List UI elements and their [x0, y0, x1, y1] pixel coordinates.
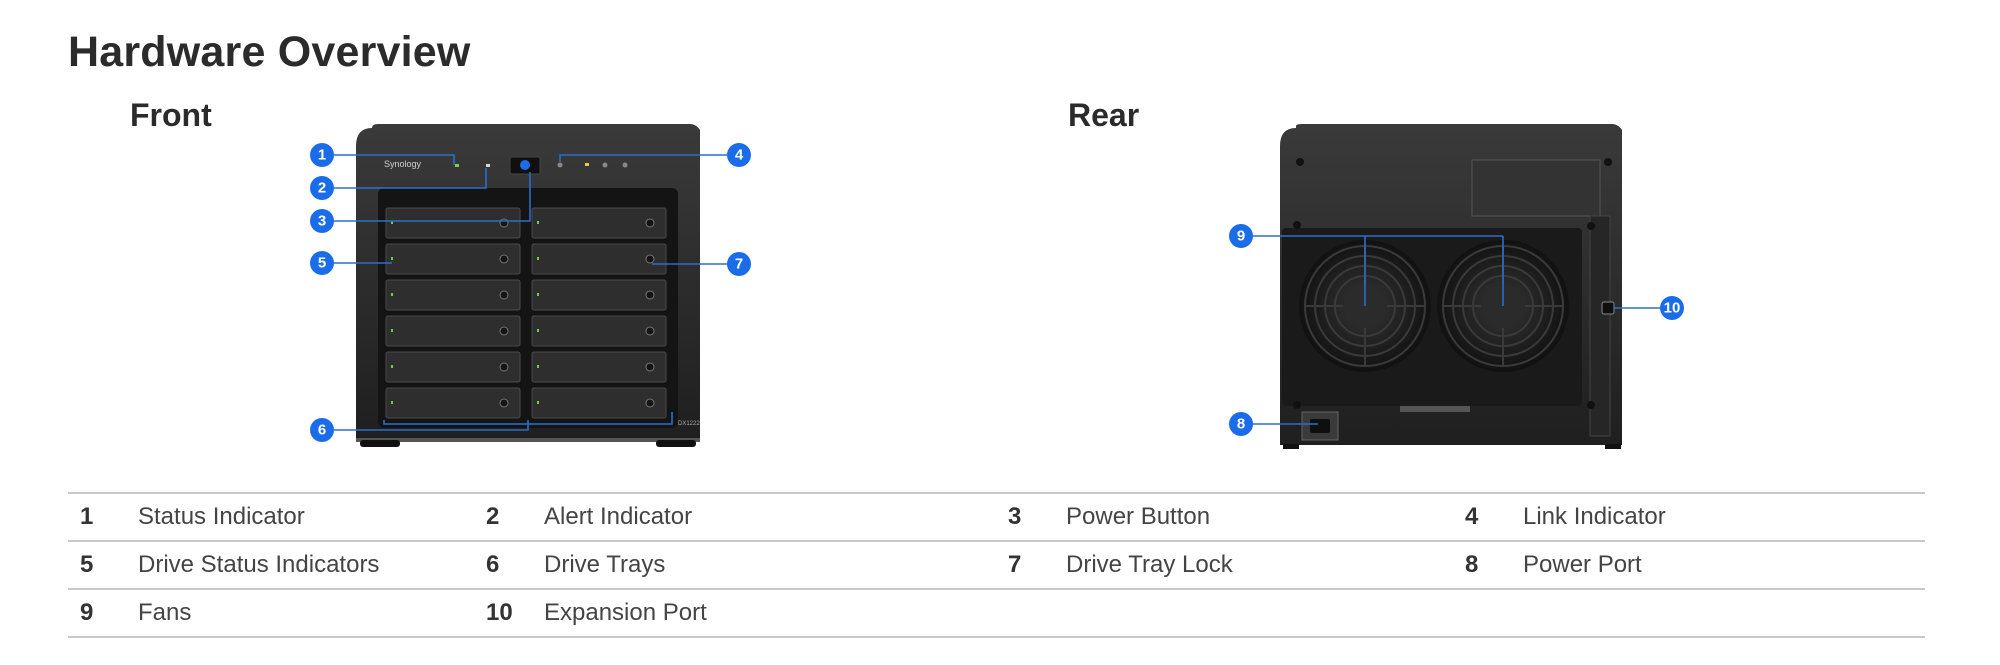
front-device-image: Synology DX1222 [356, 124, 700, 447]
model-label: DX1222 [678, 421, 700, 427]
callout-8: 8 [1229, 412, 1253, 436]
legend-cell: 1 Status Indicator [68, 503, 474, 531]
rear-device-image [1280, 124, 1622, 449]
drive-trays [385, 207, 667, 419]
legend-number: 4 [1465, 503, 1479, 530]
legend-number: 5 [80, 551, 94, 578]
legend-label: Expansion Port [544, 599, 707, 626]
svg-text:9: 9 [1237, 228, 1245, 245]
legend-label: Status Indicator [138, 503, 305, 530]
legend-label: Fans [138, 599, 192, 626]
svg-text:3: 3 [318, 213, 326, 230]
legend-cell: 8 Power Port [1453, 551, 1925, 579]
legend-cell: 5 Drive Status Indicators [68, 551, 474, 579]
callout-6: 6 [310, 418, 334, 442]
legend-label: Drive Tray Lock [1066, 551, 1233, 578]
callout-7: 7 [727, 252, 751, 276]
legend-number: 8 [1465, 551, 1479, 578]
callout-10: 10 [1660, 296, 1684, 320]
legend-cell: 9 Fans [68, 599, 474, 627]
legend-number: 3 [1008, 503, 1022, 530]
svg-text:7: 7 [735, 256, 743, 273]
legend-row: 9 Fans 10 Expansion Port [68, 588, 1925, 638]
svg-text:1: 1 [318, 147, 326, 164]
callout-1: 1 [310, 143, 334, 167]
svg-text:5: 5 [318, 255, 326, 272]
page-title: Hardware Overview [68, 28, 471, 76]
legend-number: 6 [486, 551, 500, 578]
legend-label: Drive Trays [544, 551, 666, 578]
legend-cell: 3 Power Button [996, 503, 1453, 531]
rear-section-label: Rear [1068, 97, 1140, 133]
legend-label: Power Port [1523, 551, 1642, 578]
legend-number: 10 [486, 599, 513, 626]
front-leader-lines [334, 154, 727, 431]
svg-text:2: 2 [318, 180, 326, 197]
legend-cell: 7 Drive Tray Lock [996, 551, 1453, 579]
callout-5: 5 [310, 251, 334, 275]
legend-label: Link Indicator [1523, 503, 1666, 530]
callout-9: 9 [1229, 224, 1253, 248]
legend-number: 9 [80, 599, 94, 626]
legend-number: 7 [1008, 551, 1022, 578]
power-port [1301, 411, 1339, 441]
hardware-diagram: Synology DX1222 [310, 124, 1684, 449]
svg-text:4: 4 [735, 147, 744, 164]
legend-row: 1 Status Indicator 2 Alert Indicator 3 Powe… [68, 492, 1925, 540]
legend-label: Alert Indicator [544, 503, 693, 530]
svg-text:10: 10 [1664, 300, 1681, 317]
callout-4: 4 [727, 143, 751, 167]
callout-2: 2 [310, 176, 334, 200]
rear-leader-lines [1241, 235, 1672, 425]
legend-label: Drive Status Indicators [138, 551, 380, 578]
legend-cell: 10 Expansion Port [474, 599, 996, 627]
front-section-label: Front [130, 97, 212, 133]
legend-cell: 2 Alert Indicator [474, 503, 996, 531]
callout-3: 3 [310, 209, 334, 233]
legend-number: 1 [80, 503, 94, 530]
legend-cell: 6 Drive Trays [474, 551, 996, 579]
legend-cell: 4 Link Indicator [1453, 503, 1925, 531]
legend-row: 5 Drive Status Indicators 6 Drive Trays 7 D… [68, 540, 1925, 588]
legend-label: Power Button [1066, 503, 1211, 530]
expansion-port-icon [1601, 301, 1615, 315]
svg-text:6: 6 [318, 422, 326, 439]
svg-text:8: 8 [1237, 416, 1245, 433]
power-button-icon [520, 160, 530, 170]
brand-logo: Synology [384, 159, 422, 169]
legend-number: 2 [486, 503, 500, 530]
